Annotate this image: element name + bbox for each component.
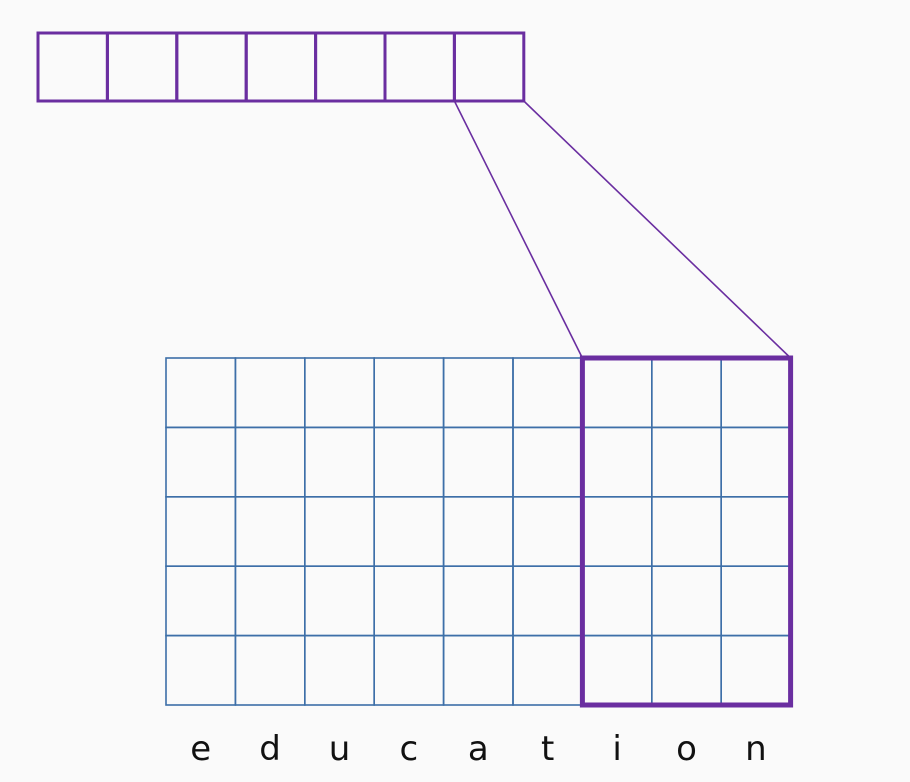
grid-cell	[512, 565, 584, 637]
grid-cell	[442, 426, 514, 498]
output-cell	[314, 31, 387, 103]
grid-cell	[581, 565, 653, 637]
grid-cell	[650, 357, 722, 429]
grid-cell	[650, 426, 722, 498]
grid-cell	[303, 565, 375, 637]
grid-cell	[581, 495, 653, 567]
convolution-window	[579, 355, 794, 708]
grid-cell	[303, 426, 375, 498]
grid-cell	[720, 634, 792, 706]
grid-cell	[234, 565, 306, 637]
grid-cell	[373, 426, 445, 498]
letter-label: o	[676, 729, 697, 769]
letter-label: c	[400, 729, 419, 769]
grid-cell	[650, 634, 722, 706]
output-cell	[383, 31, 456, 103]
output-cell	[244, 31, 318, 103]
grid-cell	[165, 426, 237, 498]
grid-cell	[720, 495, 792, 567]
grid-cell	[720, 357, 792, 429]
grid-cell	[165, 565, 237, 637]
letter-label: t	[541, 729, 554, 769]
grid-cell	[234, 634, 306, 706]
grid-cell	[512, 634, 584, 706]
grid-cell	[581, 426, 653, 498]
character-embedding-grid	[165, 357, 792, 706]
letter-label: a	[468, 729, 489, 769]
output-feature-row	[36, 31, 526, 103]
connector-line-left	[453, 100, 584, 359]
letter-label: u	[329, 729, 351, 769]
grid-cell	[720, 426, 792, 498]
grid-cell	[720, 565, 792, 637]
letter-label: i	[612, 729, 621, 769]
connector-line-right	[523, 100, 792, 359]
letter-label: n	[745, 729, 767, 769]
grid-cell	[234, 495, 306, 567]
grid-cell	[165, 634, 237, 706]
grid-cell	[512, 495, 584, 567]
grid-cell	[442, 634, 514, 706]
grid-cell	[650, 565, 722, 637]
grid-cell	[373, 565, 445, 637]
window-frame	[579, 355, 794, 708]
grid-cell	[165, 357, 237, 429]
grid-cell	[442, 357, 514, 429]
grid-cell	[512, 357, 584, 429]
grid-cell	[512, 426, 584, 498]
grid-cell	[234, 426, 306, 498]
grid-cell	[373, 357, 445, 429]
output-cell	[175, 31, 248, 103]
grid-cell	[303, 495, 375, 567]
grid-cell	[373, 495, 445, 567]
grid-cell	[373, 634, 445, 706]
grid-cell	[303, 357, 375, 429]
grid-cell	[650, 495, 722, 567]
grid-cell	[442, 565, 514, 637]
output-cell	[105, 31, 179, 103]
grid-cell	[581, 357, 653, 429]
output-cell	[36, 31, 109, 103]
grid-cell	[165, 495, 237, 567]
grid-cell	[581, 634, 653, 706]
grid-cell	[234, 357, 306, 429]
grid-cell	[442, 495, 514, 567]
letter-label: d	[259, 729, 281, 769]
grid-cell	[303, 634, 375, 706]
window-connector-lines	[453, 100, 792, 359]
output-cell	[452, 31, 526, 103]
letter-label: e	[190, 729, 211, 769]
